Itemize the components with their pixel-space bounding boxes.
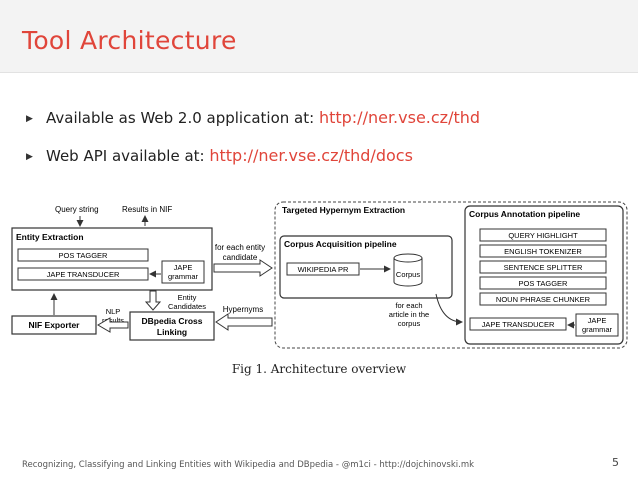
entity-candidates-label-2: Candidates xyxy=(168,302,206,311)
annotation-step-label: QUERY HIGHLIGHT xyxy=(508,231,578,240)
bullet-web-api: ▶ Web API available at: http://ner.vse.cz… xyxy=(26,146,413,165)
annotation-step-label: SENTENCE SPLITTER xyxy=(504,263,583,272)
jape-transducer-2-box xyxy=(469,317,567,331)
annotation-step-label: POS TAGGER xyxy=(519,279,568,288)
query-string-label: Query string xyxy=(55,205,99,214)
nif-exporter-box xyxy=(11,315,97,335)
jape-grammar-2-box xyxy=(575,313,619,337)
wikipedia-pr-box xyxy=(286,262,360,276)
wikipedia-pr-label: WIKIPEDIA PR xyxy=(298,265,349,274)
dbpedia-linking-label-1: DBpedia Cross xyxy=(142,316,203,326)
jape-grammar-2-label-1: JAPE xyxy=(588,316,607,325)
jape-grammar-label-1: JAPE xyxy=(174,263,193,272)
annotation-step-box xyxy=(479,244,607,258)
for-each-article-label-3: corpus xyxy=(398,319,421,328)
bullet-marker-icon: ▶ xyxy=(26,114,33,124)
jape-transducer-2-label: JAPE TRANSDUCER xyxy=(482,320,555,329)
web-api-link[interactable]: http://ner.vse.cz/thd/docs xyxy=(209,146,413,165)
results-in-nif-label: Results in NIF xyxy=(122,205,172,214)
nlp-results-label-2: results xyxy=(102,316,124,325)
for-each-article-label-1: for each xyxy=(395,301,422,310)
page-number: 5 xyxy=(612,456,619,469)
nif-exporter-label: NIF Exporter xyxy=(28,320,80,330)
annotation-steps: QUERY HIGHLIGHT ENGLISH TOKENIZER SENTEN… xyxy=(479,228,607,306)
thd-label: Targeted Hypernym Extraction xyxy=(282,205,405,215)
slide-footer: Recognizing, Classifying and Linking Ent… xyxy=(22,460,475,470)
hypernyms-arrow xyxy=(215,313,273,331)
bullet-text: Web API available at: xyxy=(46,147,210,165)
annotation-step-label: NOUN PHRASE CHUNKER xyxy=(496,295,591,304)
bullet-text: Available as Web 2.0 application at: xyxy=(46,109,319,127)
corpus-label: Corpus xyxy=(396,270,420,279)
slide-title: Tool Architecture xyxy=(22,26,237,55)
nlp-arrow xyxy=(97,317,129,333)
for-each-entity-label-1: for each entity xyxy=(215,243,265,252)
entity-extraction-label: Entity Extraction xyxy=(16,232,84,242)
jape-grammar-2-label-2: grammar xyxy=(582,325,613,334)
bullet-web-app: ▶ Available as Web 2.0 application at: ht… xyxy=(26,108,480,127)
jape-grammar-label-2: grammar xyxy=(168,272,199,281)
for-each-article-label-2: article in the xyxy=(389,310,429,319)
figure-caption: Fig 1. Architecture overview xyxy=(231,362,407,376)
article-curve-arrow xyxy=(435,293,463,326)
slide-header: Tool Architecture xyxy=(0,0,638,73)
corpus-cylinder-icon xyxy=(393,253,423,287)
annotation-step-box xyxy=(479,260,607,274)
web-app-link[interactable]: http://ner.vse.cz/thd xyxy=(318,108,481,127)
annotation-step-box xyxy=(479,292,607,306)
corpus-acquisition-label: Corpus Acquisition pipeline xyxy=(284,239,397,249)
for-each-entity-label-2: candidate xyxy=(223,253,258,262)
bullet-marker-icon: ▶ xyxy=(26,152,33,162)
annotation-step-box xyxy=(479,276,607,290)
dbpedia-linking-label-2: Linking xyxy=(157,327,187,337)
architecture-diagram: Query string Results in NIF Entity Extra… xyxy=(11,201,628,349)
dbpedia-linking-box xyxy=(129,311,215,341)
hypernyms-label: Hypernyms xyxy=(223,305,263,314)
candidate-arrow xyxy=(213,259,273,277)
jape-grammar-box xyxy=(161,260,205,284)
down-arrow xyxy=(144,290,162,311)
annotation-step-label: ENGLISH TOKENIZER xyxy=(504,247,582,256)
jape-transducer-label: JAPE TRANSDUCER xyxy=(47,270,120,279)
pos-tagger-label: POS TAGGER xyxy=(59,251,108,260)
entity-candidates-label-1: Entity xyxy=(178,293,197,302)
nlp-results-label-1: NLP xyxy=(106,307,121,316)
pos-tagger-box xyxy=(17,248,149,262)
annotation-step-box xyxy=(479,228,607,242)
jape-transducer-box xyxy=(17,267,149,281)
corpus-annotation-label: Corpus Annotation pipeline xyxy=(469,209,580,219)
